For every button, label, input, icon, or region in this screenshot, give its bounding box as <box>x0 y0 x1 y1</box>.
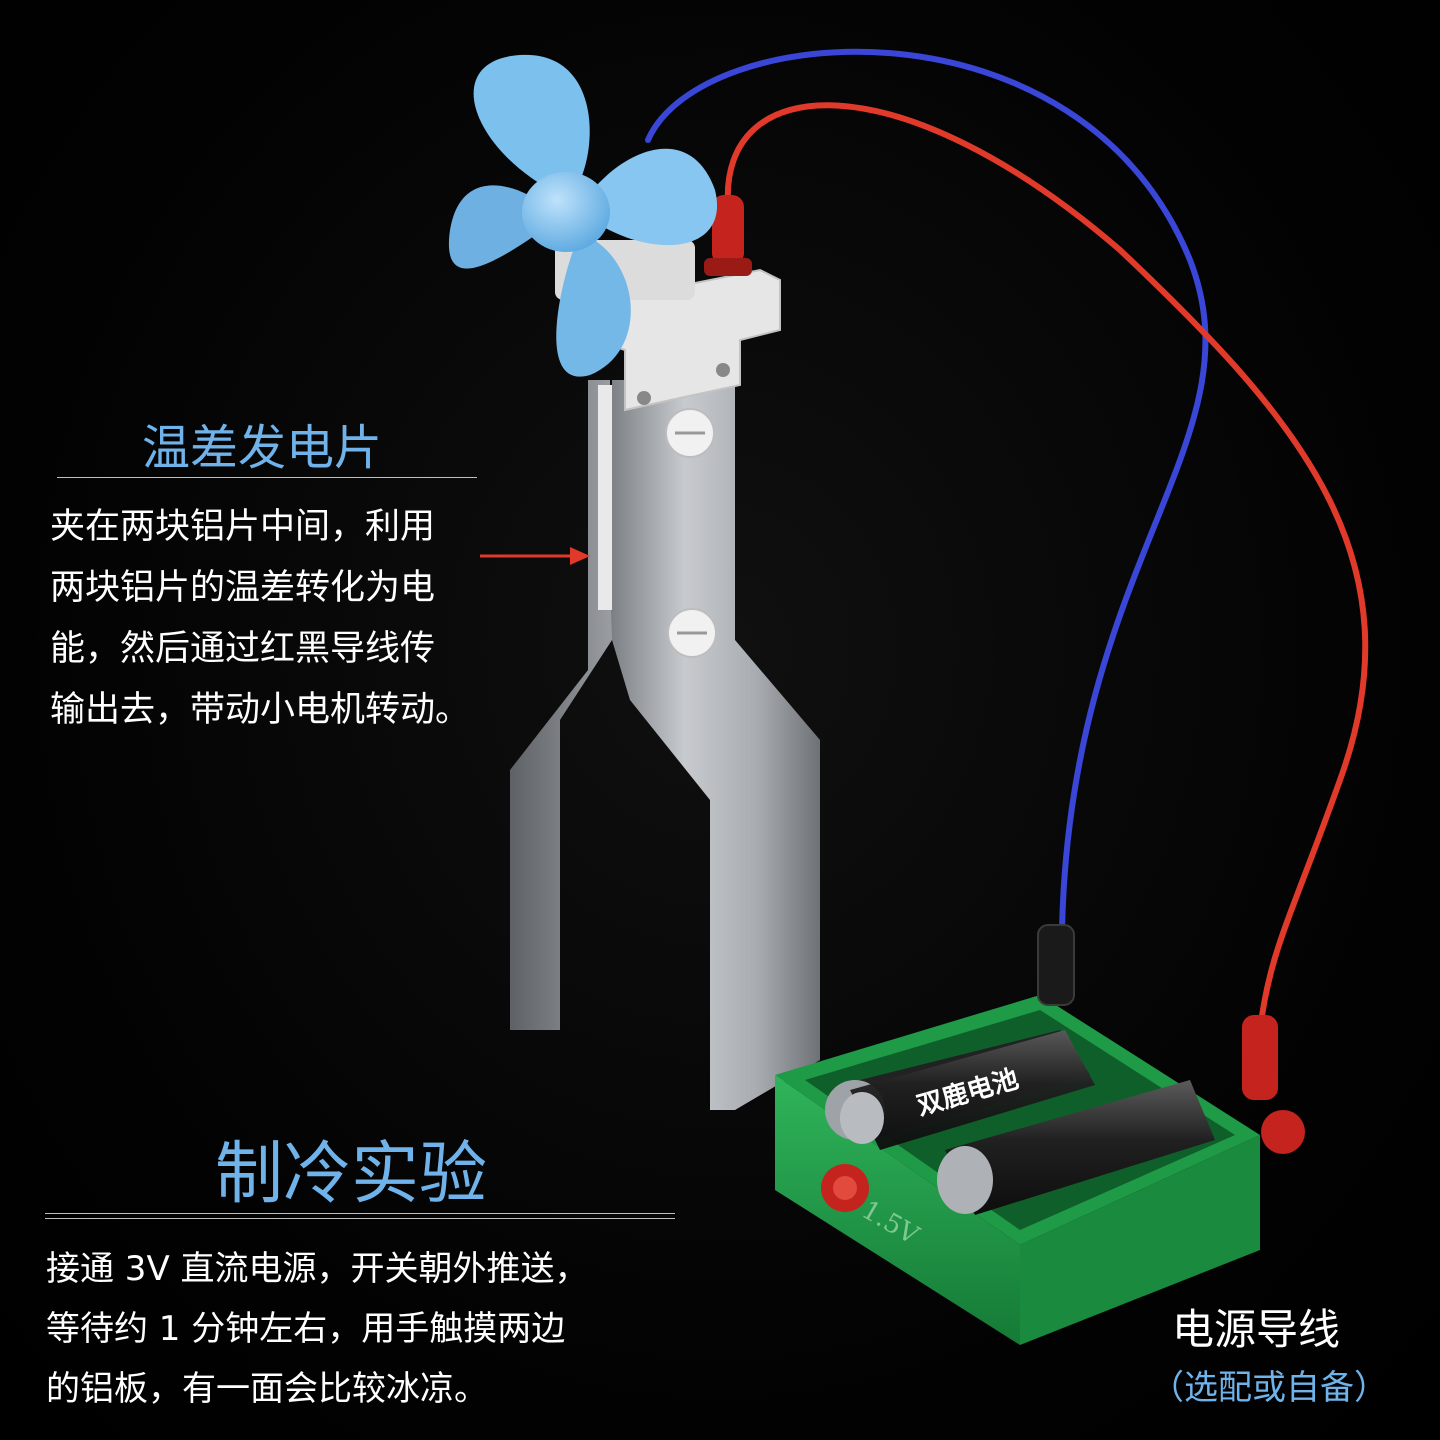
thermo-chip-line-2: 两块铝片的温差转化为电 <box>50 568 436 608</box>
cooling-line-1: 接通 3V 直流电源，开关朝外推送， <box>46 1249 589 1289</box>
red-clip <box>1242 1015 1278 1100</box>
aluminum-plate-front <box>612 380 820 1110</box>
cooling-line-3: 的铝板，有一面会比较冰凉。 <box>46 1369 488 1409</box>
cooling-title: 制冷实验 <box>215 1135 488 1214</box>
battery-red-terminal-right <box>1261 1110 1305 1154</box>
mount-screw <box>637 391 651 405</box>
black-clip <box>1037 924 1075 1006</box>
battery-box-front <box>775 1075 1020 1345</box>
cooling-divider-2 <box>45 1218 675 1219</box>
battery-box-side <box>1020 1135 1260 1345</box>
mount-screw <box>716 363 730 377</box>
thermo-chip-line-3: 能，然后通过红黑导线传 <box>50 629 436 669</box>
red-wire <box>724 102 1369 1033</box>
power-title: 电源导线 <box>1172 1305 1341 1354</box>
power-subtitle: （选配或自备） <box>1150 1368 1388 1408</box>
battery-cell <box>937 1080 1215 1215</box>
aluminum-plate-back <box>510 380 612 1030</box>
plate-screw-bottom <box>667 608 717 658</box>
battery-cell <box>825 1030 1095 1150</box>
thermo-chip-line-4: 输出去，带动小电机转动。 <box>50 690 471 730</box>
cooling-line-2: 等待约 1 分钟左右，用手触摸两边 <box>46 1309 566 1349</box>
thermo-chip-title: 温差发电片 <box>142 420 383 476</box>
blue-wire <box>645 48 1209 933</box>
plate-screw-top <box>665 408 715 458</box>
motor-red-terminal <box>712 195 744 265</box>
fan-propeller <box>448 54 718 377</box>
thermo-chip-divider <box>57 477 477 478</box>
cooling-divider-1 <box>45 1213 675 1214</box>
thermo-chip-line-1: 夹在两块铝片中间，利用 <box>50 507 436 547</box>
